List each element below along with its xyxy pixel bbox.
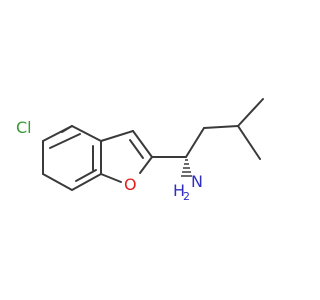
bond — [203, 125, 239, 129]
oxygen-label: O — [124, 175, 137, 194]
hashed-wedge-bond — [181, 159, 192, 177]
bond — [237, 98, 264, 127]
bond — [129, 139, 144, 159]
amine-label: NH2 — [173, 172, 203, 203]
chlorine-label: Cl — [16, 118, 32, 137]
bond — [75, 169, 97, 182]
bond — [42, 173, 73, 191]
bond — [100, 130, 134, 142]
amine-hydrogen: H — [173, 181, 185, 200]
bond — [42, 125, 73, 142]
bond — [132, 130, 153, 158]
bond — [71, 173, 102, 191]
bond — [49, 133, 81, 149]
amine-subscript: 2 — [183, 190, 190, 203]
bond — [100, 173, 122, 183]
bond — [71, 125, 102, 142]
bond — [185, 127, 205, 158]
bond — [237, 125, 261, 160]
molecule-drawing: Cl O NH2 — [16, 98, 264, 203]
structure-canvas: Cl O NH2 — [16, 98, 264, 203]
amine-nitrogen: N — [191, 172, 203, 191]
bond — [139, 156, 153, 174]
